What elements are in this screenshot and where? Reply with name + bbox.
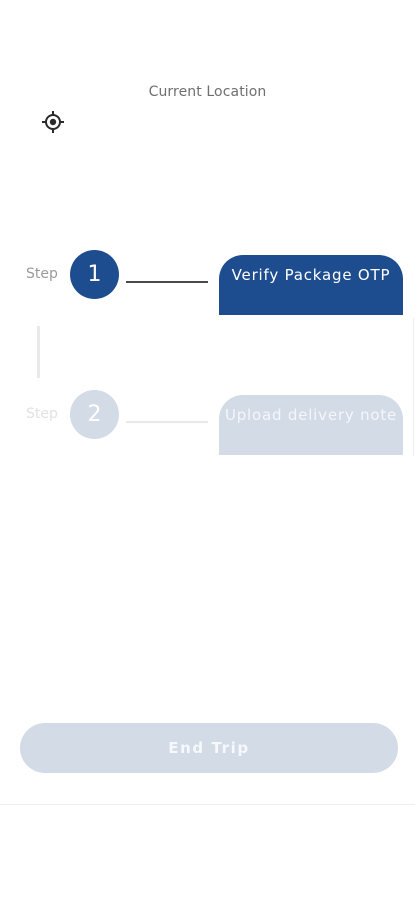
current-location-label: Current Location bbox=[148, 84, 267, 100]
step-2-label: Step bbox=[26, 406, 58, 422]
step-1-label: Step bbox=[26, 266, 58, 282]
upload-delivery-note-button[interactable]: Upload delivery note bbox=[219, 395, 403, 455]
end-trip-button[interactable]: End Trip bbox=[20, 723, 398, 773]
bottom-divider bbox=[0, 804, 415, 805]
step-1-number-badge: 1 bbox=[70, 250, 119, 299]
verify-package-otp-button[interactable]: Verify Package OTP bbox=[219, 255, 403, 315]
target-crosshair-icon[interactable] bbox=[40, 109, 66, 135]
step-1-connector bbox=[126, 281, 208, 283]
step-2-connector bbox=[126, 421, 208, 423]
step-2-number-badge: 2 bbox=[70, 390, 119, 439]
edge-divider bbox=[413, 318, 414, 456]
step-vertical-connector bbox=[37, 326, 40, 378]
